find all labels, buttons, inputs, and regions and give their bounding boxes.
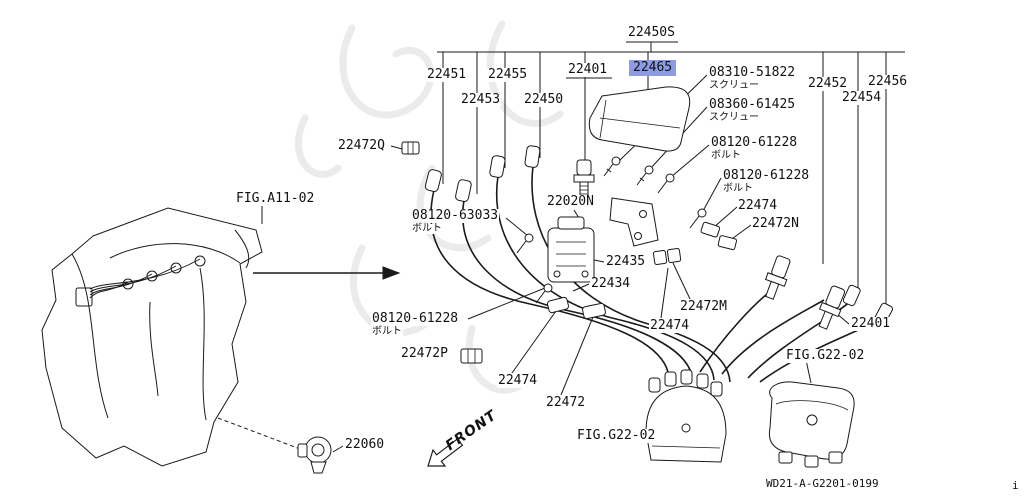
bolt-icon	[516, 233, 534, 254]
part-label-22472P[interactable]: 22472P	[400, 346, 449, 361]
part-label-22474-3[interactable]: 22474	[497, 373, 539, 388]
front-arrow-icon	[427, 437, 464, 467]
part-label-22472[interactable]: 22472	[545, 395, 587, 410]
reference-arrow	[253, 266, 401, 280]
part-label-22472M[interactable]: 22472M	[679, 299, 728, 314]
bolt-icon	[657, 173, 675, 194]
coil-cover	[588, 86, 691, 152]
part-caption-bolt: ボルト	[411, 222, 443, 235]
part-label-22060[interactable]: 22060	[344, 437, 386, 452]
ignition-coil	[547, 197, 659, 283]
screw-icon	[603, 156, 621, 177]
part-label-22450[interactable]: 22450	[523, 92, 565, 107]
fig-ref-a11-02[interactable]: FIG.A11-02	[235, 191, 316, 206]
drawing-number: WD21-A-G2201-0199	[766, 477, 879, 490]
part-label-22465-highlighted[interactable]: 22465	[629, 60, 677, 76]
fig-ref-g22-02-bottom[interactable]: FIG.G22-02	[576, 428, 657, 443]
part-label-22455[interactable]: 22455	[487, 67, 529, 82]
part-label-22472N[interactable]: 22472N	[751, 216, 800, 231]
part-caption-screw: スクリュー	[708, 111, 760, 124]
distributor-body	[768, 381, 855, 468]
part-label-22454[interactable]: 22454	[841, 90, 883, 105]
distributor-cap	[645, 369, 727, 463]
fig-ref-g22-02-right[interactable]: FIG.G22-02	[785, 348, 866, 363]
part-label-22456[interactable]: 22456	[867, 74, 909, 89]
part-label-22472Q[interactable]: 22472Q	[337, 138, 386, 153]
part-label-22474-2[interactable]: 22474	[649, 318, 691, 333]
part-caption-bolt: ボルト	[710, 149, 742, 162]
part-label-22450S[interactable]: 22450S	[627, 25, 676, 40]
screw-icon	[636, 165, 654, 186]
part-caption-bolt: ボルト	[722, 182, 754, 195]
part-label-22434[interactable]: 22434	[590, 276, 632, 291]
spark-plug-right	[764, 255, 846, 330]
fastener-icons	[516, 156, 707, 304]
engine-illustration	[41, 207, 309, 467]
part-caption-bolt: ボルト	[371, 325, 403, 338]
page-marker: i	[1012, 479, 1019, 492]
part-label-22401-right[interactable]: 22401	[850, 316, 892, 331]
part-label-22451[interactable]: 22451	[426, 67, 468, 82]
wire-clamps	[401, 141, 738, 364]
part-label-22401-top[interactable]: 22401	[567, 62, 609, 77]
part-caption-screw: スクリュー	[708, 79, 760, 92]
part-label-22435[interactable]: 22435	[605, 254, 647, 269]
sensor-illustration	[297, 436, 332, 474]
part-label-22020N[interactable]: 22020N	[546, 194, 595, 209]
bolt-icon	[689, 208, 707, 229]
bolt-icon	[535, 283, 553, 304]
part-label-22452[interactable]: 22452	[807, 76, 849, 91]
part-label-22474-1[interactable]: 22474	[737, 198, 779, 213]
spark-plug-center	[573, 159, 595, 197]
watermark-pattern	[295, 20, 564, 394]
part-label-22453[interactable]: 22453	[460, 92, 502, 107]
